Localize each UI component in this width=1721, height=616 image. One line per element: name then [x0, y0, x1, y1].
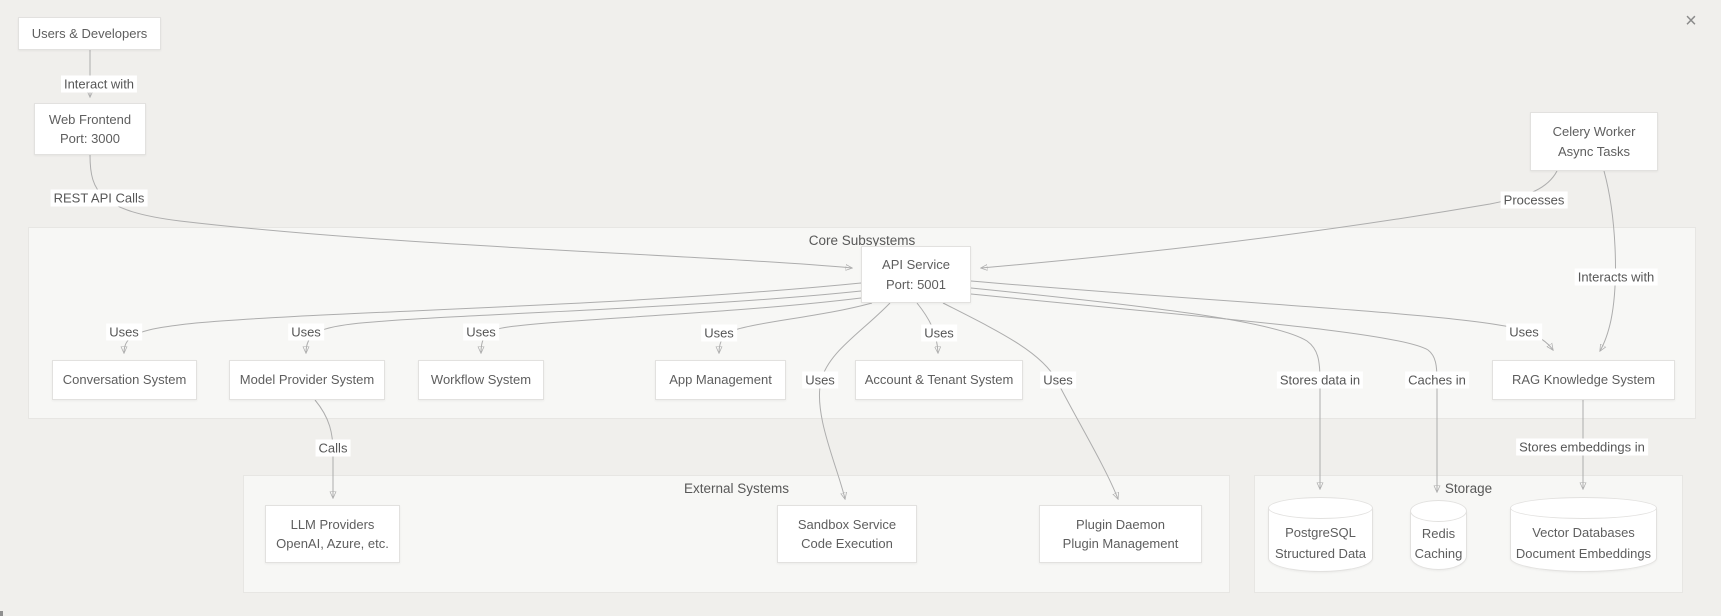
storage-title: Storage [1444, 481, 1493, 496]
node-llm-providers-label: LLM Providers [290, 516, 375, 532]
external-systems-title: External Systems [683, 481, 790, 496]
node-sandbox-service-sub: Code Execution [801, 536, 893, 551]
node-api-service-port: Port: 5001 [886, 276, 946, 292]
node-sandbox-service-label: Sandbox Service [797, 516, 897, 532]
edge-label-uses-account-tenant: Uses [921, 324, 957, 342]
edge-label-stores-data-in: Stores data in [1276, 371, 1364, 389]
edge-label-uses-plugin: Uses [1040, 371, 1076, 389]
cylinder-top [1410, 500, 1467, 522]
edge-label-uses-workflow: Uses [463, 323, 499, 341]
node-account-tenant-system: Account & Tenant System [855, 360, 1023, 400]
edge-label-stores-embeddings-in: Stores embeddings in [1516, 438, 1648, 456]
edge-label-interact-with: Interact with [60, 75, 138, 93]
node-model-provider-system-label: Model Provider System [239, 372, 375, 388]
horizontal-scrollbar-thumb[interactable] [0, 611, 3, 616]
edge-label-caches-in: Caches in [1405, 371, 1469, 389]
node-api-service-label: API Service [882, 257, 950, 272]
close-button[interactable]: × [1678, 8, 1704, 34]
node-users-developers: Users & Developers [18, 17, 161, 50]
node-users-developers-label: Users & Developers [31, 25, 148, 41]
node-redis-sub: Caching [1414, 546, 1463, 561]
node-conversation-system: Conversation System [52, 360, 197, 400]
close-icon: × [1685, 9, 1697, 32]
node-redis-database: Redis Caching [1410, 500, 1467, 570]
node-rag-knowledge-system: RAG Knowledge System [1492, 360, 1675, 400]
node-workflow-system: Workflow System [418, 360, 544, 400]
node-web-frontend-port: Port: 3000 [60, 131, 120, 146]
node-vector-databases-label: Vector Databases [1532, 525, 1635, 541]
edge-label-rest-api-calls: REST API Calls [50, 189, 148, 207]
edge-label-uses-conversation: Uses [106, 323, 142, 341]
node-postgresql-database: PostgreSQL Structured Data [1268, 497, 1373, 572]
node-app-management: App Management [655, 360, 786, 400]
node-model-provider-system: Model Provider System [229, 360, 385, 400]
node-vector-databases: Vector Databases Document Embeddings [1510, 497, 1657, 572]
cylinder-top [1510, 497, 1657, 519]
cylinder-top [1268, 497, 1373, 519]
node-llm-providers-sub: OpenAI, Azure, etc. [276, 536, 389, 551]
node-postgresql-sub: Structured Data [1274, 545, 1367, 561]
edge-label-calls: Calls [315, 439, 351, 457]
node-vector-databases-sub: Document Embeddings [1515, 545, 1652, 561]
edge-label-uses-app-management: Uses [701, 324, 737, 342]
edge-label-uses-rag: Uses [1506, 323, 1542, 341]
node-workflow-system-label: Workflow System [430, 372, 532, 388]
node-plugin-daemon-sub: Plugin Management [1062, 536, 1179, 551]
node-web-frontend-label: Web Frontend [48, 111, 132, 127]
node-app-management-label: App Management [669, 372, 772, 388]
node-account-tenant-system-label: Account & Tenant System [864, 372, 1014, 388]
edge-label-uses-model-provider: Uses [288, 323, 324, 341]
node-plugin-daemon: Plugin Daemon Plugin Management [1039, 505, 1202, 563]
edge-label-interacts-with: Interacts with [1574, 268, 1658, 286]
node-sandbox-service: Sandbox Service Code Execution [777, 505, 917, 563]
node-web-frontend: Web Frontend Port: 3000 [34, 103, 146, 155]
node-conversation-system-label: Conversation System [62, 372, 187, 388]
node-llm-providers: LLM Providers OpenAI, Azure, etc. [265, 505, 400, 563]
node-celery-worker: Celery Worker Async Tasks [1530, 112, 1658, 171]
node-rag-knowledge-system-label: RAG Knowledge System [1511, 372, 1656, 388]
node-api-service: API Service Port: 5001 [861, 246, 971, 303]
node-postgresql-label: PostgreSQL [1285, 525, 1356, 541]
edge-label-processes: Processes [1500, 191, 1568, 209]
edge-label-uses-sandbox: Uses [802, 371, 838, 389]
node-plugin-daemon-label: Plugin Daemon [1076, 516, 1165, 532]
node-celery-worker-sub: Async Tasks [1557, 143, 1630, 159]
node-celery-worker-label: Celery Worker [1552, 124, 1636, 139]
node-redis-label: Redis [1421, 525, 1456, 541]
